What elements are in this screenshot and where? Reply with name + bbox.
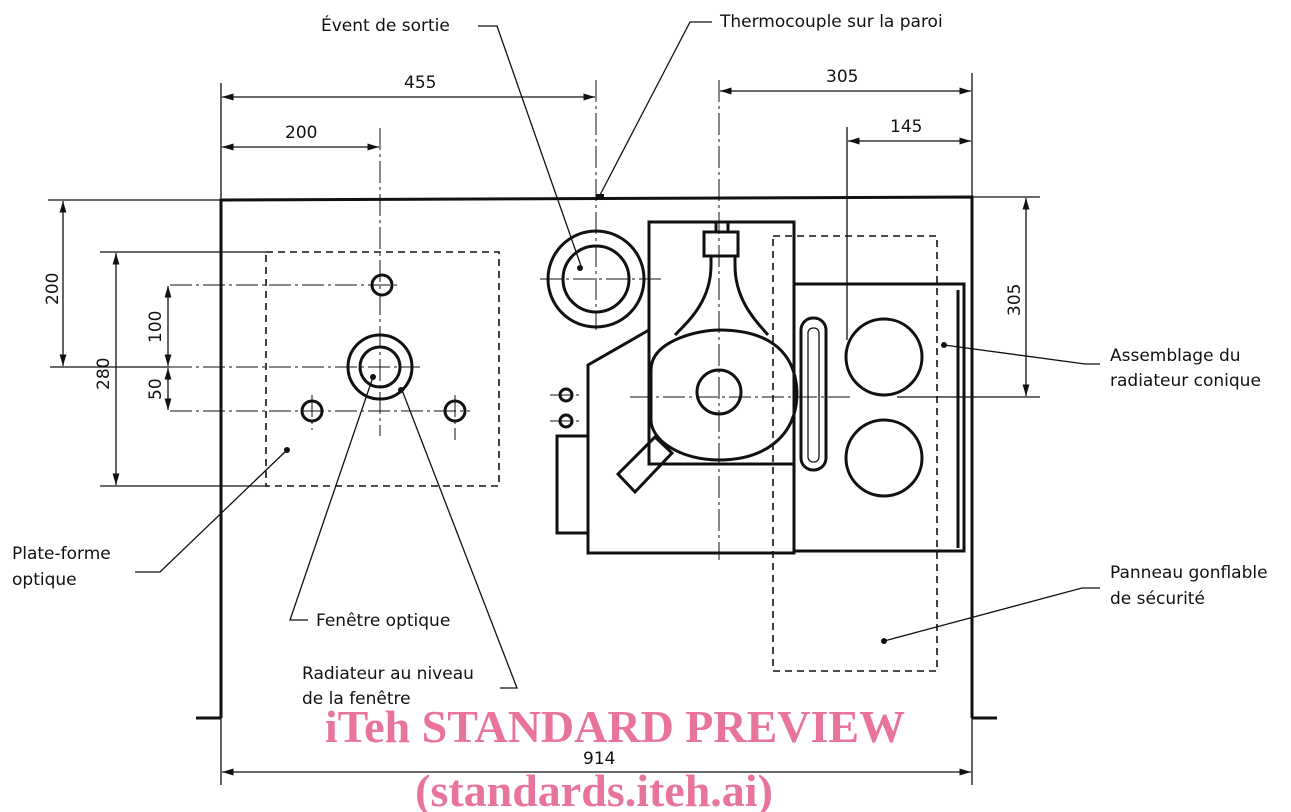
label-relief-panel-1: Panneau gonflable <box>1110 563 1268 583</box>
dim-200-top: 200 <box>285 123 317 143</box>
cone-heater-assembly <box>630 80 966 560</box>
dim-145: 145 <box>890 117 922 137</box>
label-optical-window: Fenêtre optique <box>316 611 450 631</box>
leader-lines <box>135 21 1100 689</box>
housing-outline <box>196 195 997 720</box>
label-cone-assembly-2: radiateur conique <box>1110 371 1261 391</box>
label-exit-vent: Évent de sortie <box>321 14 450 36</box>
mounting-body <box>550 328 796 555</box>
dimension-texts: 455 200 305 145 200 280 100 50 305 914 <box>43 67 1025 769</box>
optical-platform <box>265 251 500 487</box>
dim-305-right: 305 <box>1005 284 1025 316</box>
exit-vent <box>540 80 665 330</box>
dim-305-top: 305 <box>826 67 858 87</box>
label-cone-assembly-1: Assemblage du <box>1110 346 1241 366</box>
dim-914: 914 <box>583 749 615 769</box>
label-optical-platform-1: Plate-forme <box>12 544 111 564</box>
platform-centerlines <box>170 128 470 440</box>
label-relief-panel-2: de sécurité <box>1110 589 1205 609</box>
dim-100: 100 <box>146 311 166 343</box>
dim-50: 50 <box>146 378 166 400</box>
watermark: iTeh STANDARD PREVIEW (standards.iteh.ai… <box>325 701 905 812</box>
safety-relief-panel <box>772 235 938 672</box>
dim-455: 455 <box>404 73 436 93</box>
label-wall-thermocouple: Thermocouple sur la paroi <box>719 12 943 32</box>
label-optical-platform-2: optique <box>12 570 77 590</box>
label-window-heater-1: Radiateur au niveau <box>302 664 474 684</box>
dimension-lines <box>48 73 1040 785</box>
watermark-line-1: iTeh STANDARD PREVIEW <box>325 701 905 752</box>
dim-200-left: 200 <box>43 273 63 305</box>
watermark-line-2: (standards.iteh.ai) <box>415 765 773 812</box>
dim-280: 280 <box>94 358 114 390</box>
label-window-heater-2: de la fenêtre <box>302 689 411 709</box>
callout-labels: Évent de sortie Thermocouple sur la paro… <box>12 12 1268 709</box>
